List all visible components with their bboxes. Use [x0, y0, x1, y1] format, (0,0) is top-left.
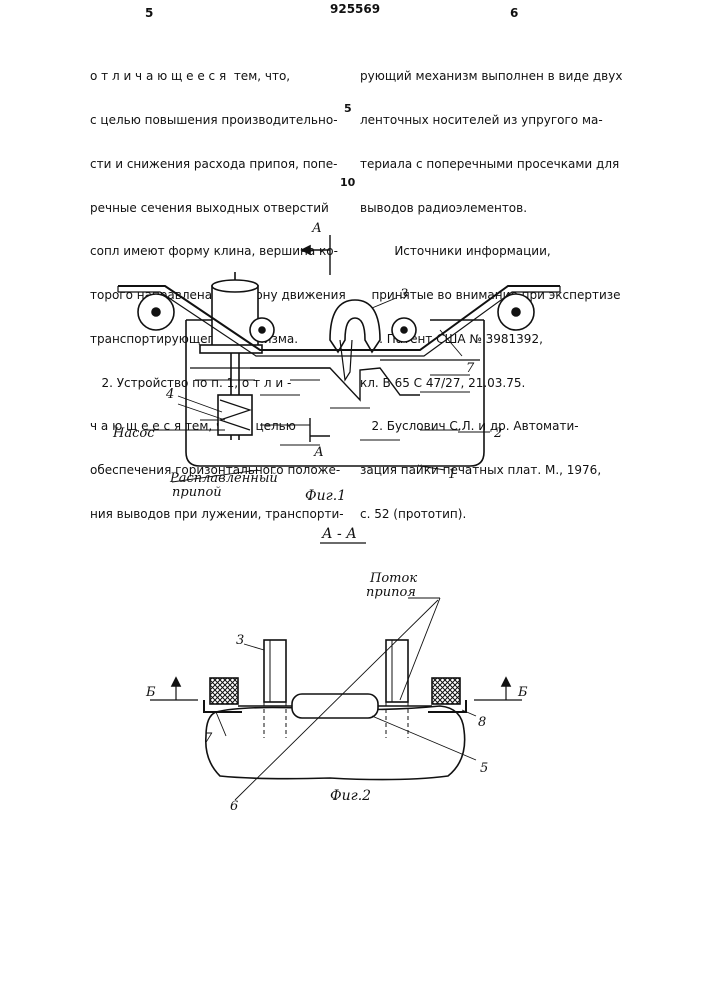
label-2: 2 [493, 426, 502, 441]
label-pump: Насос [112, 426, 155, 441]
carrier-left [210, 678, 238, 704]
label-6: 6 [230, 799, 238, 814]
pump-motor [212, 286, 258, 346]
label-1: 1 [448, 467, 456, 482]
component-5 [292, 694, 378, 718]
label-flow-1: Поток [369, 571, 417, 586]
figure-1 [118, 235, 560, 482]
figure-1-labels: А А 3 4 Насос 2 7 1 Расплавленный припой… [112, 221, 502, 504]
label-flow-2: припоя [366, 585, 416, 600]
nozzle-left [264, 640, 286, 702]
label-3: 3 [236, 633, 244, 648]
section-mark-a-top: А [311, 221, 322, 236]
carrier-right [432, 678, 460, 704]
label-7: 7 [204, 731, 213, 746]
section-title-a-a: А - А [321, 526, 357, 542]
label-8: 8 [478, 715, 486, 730]
section-mark-a-bottom: А [313, 445, 324, 460]
section-mark-b-right: Б [517, 685, 528, 700]
label-molten-solder-1: Расплавленный [169, 471, 278, 486]
label-3: 3 [400, 287, 408, 302]
label-5: 5 [480, 761, 488, 776]
section-mark-b-left: Б [145, 685, 156, 700]
figure-2 [150, 598, 522, 800]
nozzle-right [386, 640, 408, 702]
label-4: 4 [165, 387, 174, 402]
label-molten-solder-2: припой [172, 485, 222, 500]
figure-1-caption: Фиг.1 [305, 488, 346, 504]
label-7: 7 [466, 361, 475, 376]
figure-2-caption: Фиг.2 [330, 788, 371, 804]
